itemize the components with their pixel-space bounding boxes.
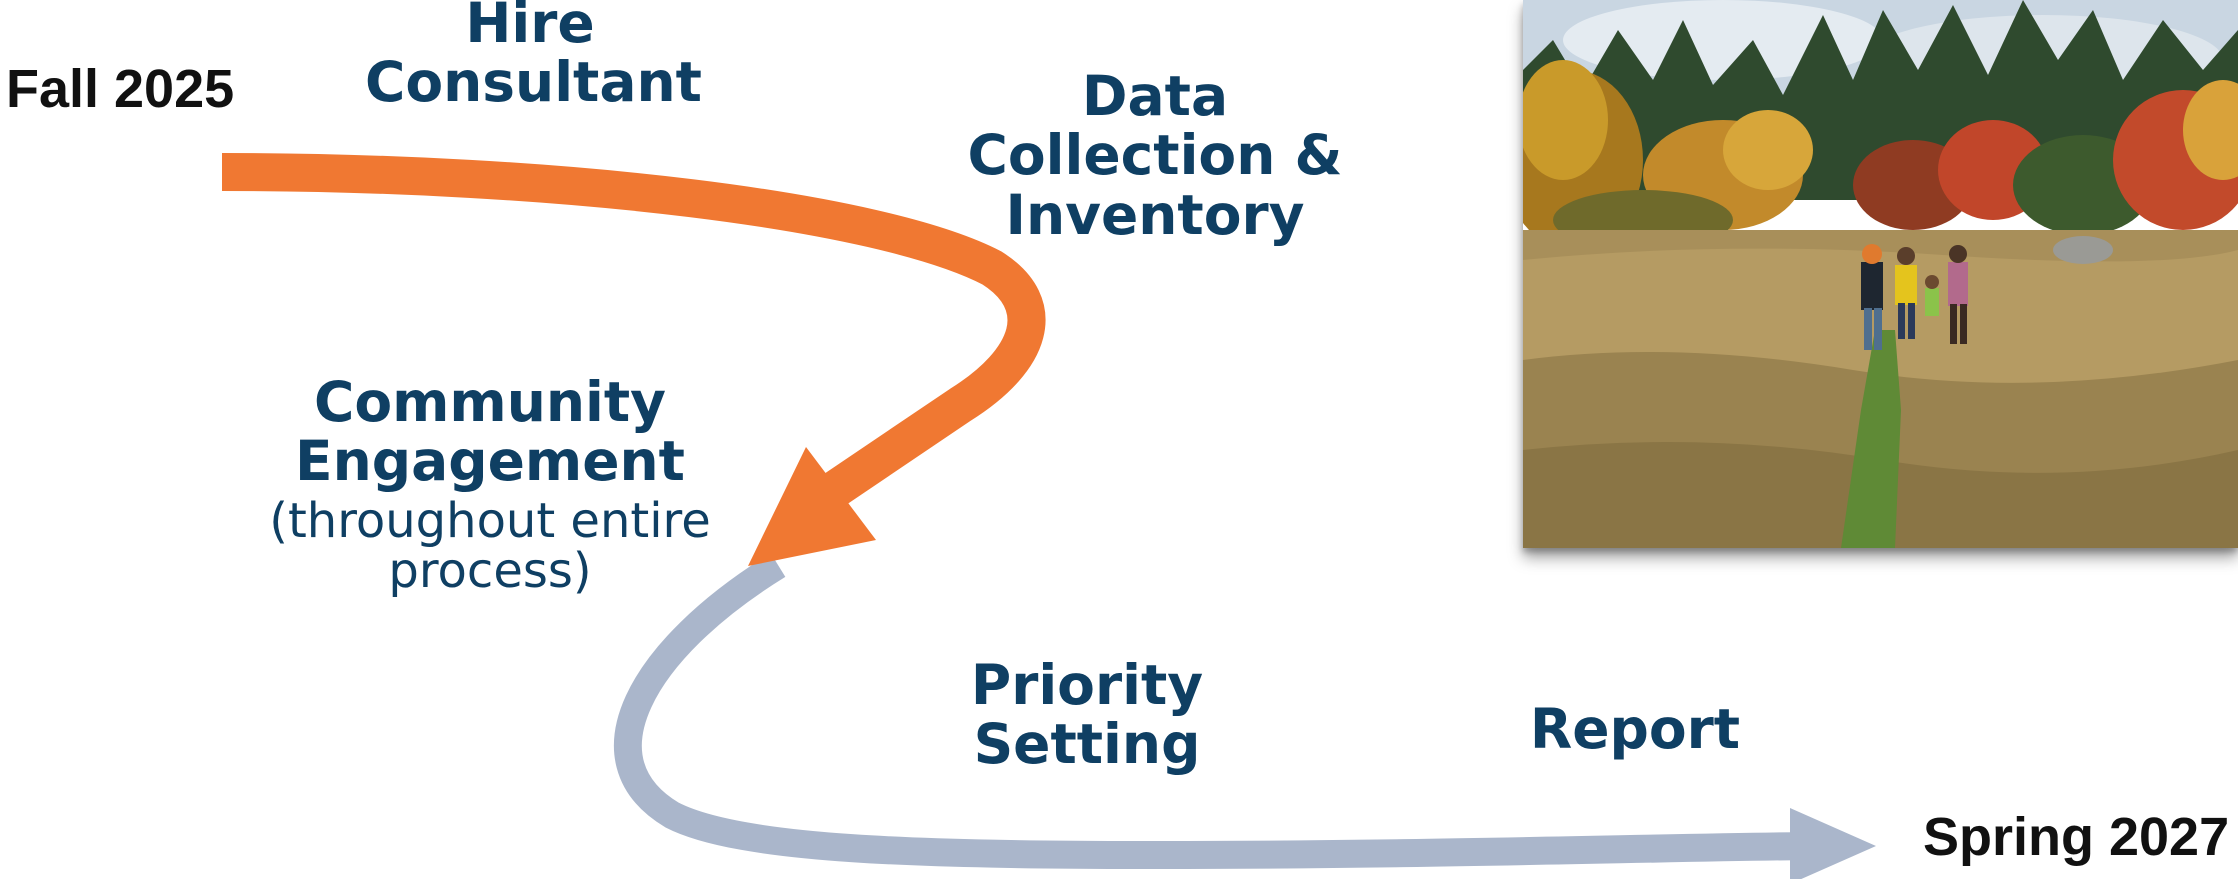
stage-priority-setting: Priority Setting [947, 653, 1227, 777]
stage-data-collection: Data Collection & Inventory [960, 64, 1350, 247]
stage-hire-line1: Hire [465, 0, 595, 55]
stage-report-line1: Report [1529, 697, 1741, 761]
stage-data-line3: Inventory [1005, 182, 1305, 247]
orange-arrow-head [748, 447, 876, 566]
stage-report: Report [1520, 697, 1750, 761]
stage-hire-line2: Consultant [365, 50, 702, 115]
gray-arrow-head [1790, 808, 1876, 879]
stage-community-line1: Community [313, 370, 667, 434]
stage-data-line1: Data [1081, 64, 1229, 128]
stage-community-note-line2: process) [388, 543, 592, 600]
start-date-label: Fall 2025 [6, 59, 235, 119]
stage-community-note-line1: (throughout entire [269, 492, 711, 549]
stage-priority-line1: Priority [970, 653, 1204, 717]
stage-data-line2: Collection & [967, 123, 1343, 188]
stage-priority-line2: Setting [973, 712, 1201, 777]
end-date-label: Spring 2027 [1923, 807, 2230, 867]
field-photo-icon [1523, 0, 2238, 548]
gray-path-segment [614, 553, 1811, 870]
orange-path-segment [221, 153, 1046, 521]
stage-hire-consultant: Hire Consultant [365, 0, 702, 115]
stage-community-engagement: Community Engagement (throughout entire … [255, 370, 725, 600]
stage-community-line2: Engagement [295, 429, 685, 494]
